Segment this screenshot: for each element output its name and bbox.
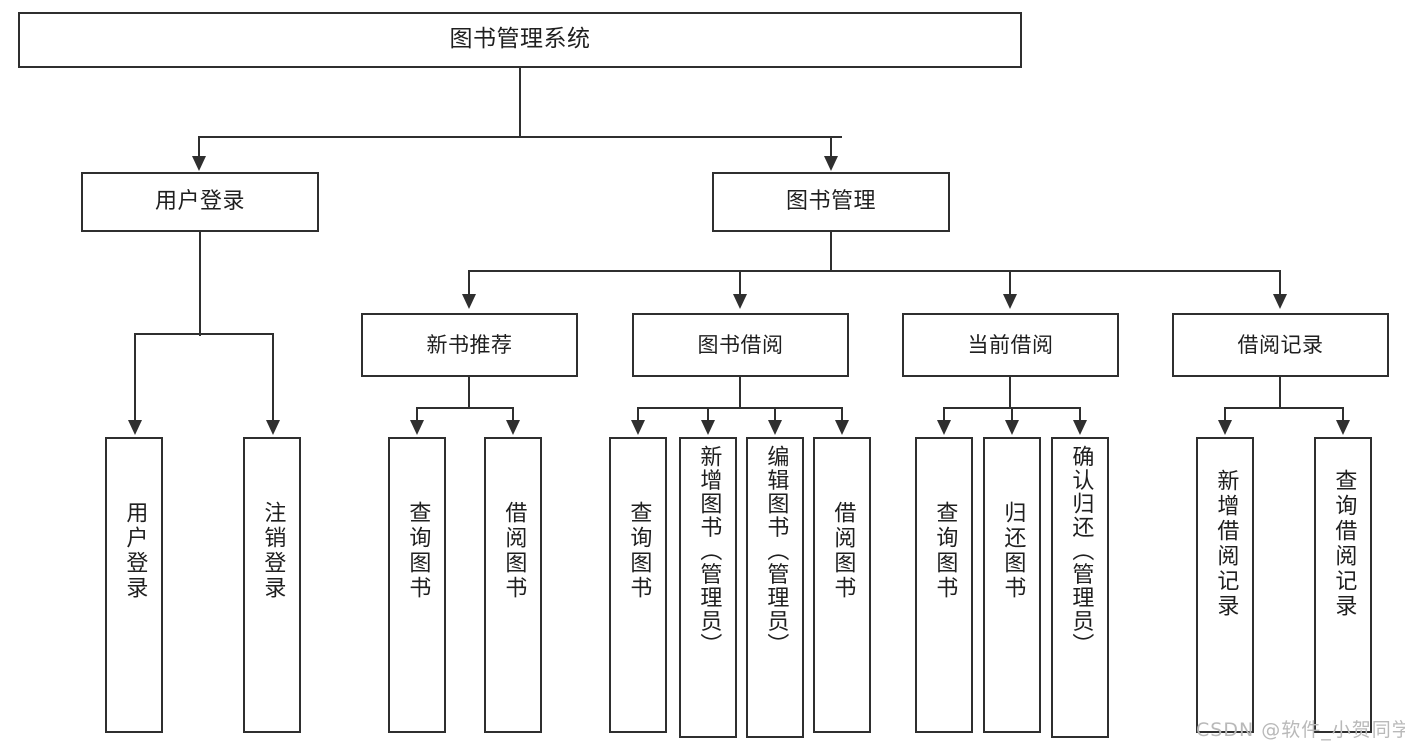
arrow-to-leaf-user-login <box>128 420 142 435</box>
connector-user-login-drop-1 <box>134 333 137 423</box>
connector-root-drop-book <box>830 136 833 160</box>
node-borrow-record[interactable]: 借阅记录 <box>1172 313 1389 377</box>
node-label: 图书管理 <box>785 189 876 215</box>
arrow-to-borrow-record <box>1273 294 1287 309</box>
node-label: 注销登录 <box>260 501 286 601</box>
node-root-system[interactable]: 图书管理系统 <box>18 12 1022 68</box>
arrow-to-leaf-query-book-3 <box>937 420 951 435</box>
arrow-to-book-manage <box>824 156 838 171</box>
node-label: 查询图书 <box>405 501 431 601</box>
arrow-to-leaf-borrow-book-1 <box>506 420 520 435</box>
connector-bb-drop-2 <box>707 407 710 423</box>
node-label: 当前借阅 <box>967 332 1054 357</box>
arrow-to-leaf-query-record <box>1336 420 1350 435</box>
connector-cb-drop-1 <box>943 407 946 423</box>
node-book-borrow[interactable]: 图书借阅 <box>632 313 849 377</box>
connector-cb-drop-3 <box>1079 407 1082 423</box>
connector-root-stem <box>519 68 522 138</box>
arrow-to-leaf-query-book-2 <box>631 420 645 435</box>
watermark-text: CSDN @软件_小贺同学 <box>1196 719 1405 741</box>
node-label: 确认归还（管理员） <box>1068 445 1094 657</box>
node-label: 用户登录 <box>154 189 245 215</box>
node-leaf-query-book-2[interactable]: 查询图书 <box>609 437 667 733</box>
connector-root-bus <box>198 136 842 139</box>
connector-borrow-record-bus <box>1224 407 1344 410</box>
arrow-to-leaf-return-book <box>1005 420 1019 435</box>
node-leaf-add-book[interactable]: 新增图书（管理员） <box>679 437 737 738</box>
connector-bb-drop-1 <box>637 407 640 423</box>
connector-bb-drop-3 <box>774 407 777 423</box>
connector-book-borrow-bus <box>637 407 842 410</box>
node-leaf-user-login[interactable]: 用户登录 <box>105 437 163 733</box>
node-label: 借阅记录 <box>1237 332 1324 357</box>
node-leaf-return-book[interactable]: 归还图书 <box>983 437 1041 733</box>
node-label: 查询图书 <box>626 501 652 601</box>
node-label: 新增图书（管理员） <box>696 445 722 657</box>
node-current-borrow[interactable]: 当前借阅 <box>902 313 1119 377</box>
node-leaf-confirm-return[interactable]: 确认归还（管理员） <box>1051 437 1109 738</box>
node-label: 新增借阅记录 <box>1213 469 1239 619</box>
node-label: 查询借阅记录 <box>1331 469 1357 619</box>
node-label: 借阅图书 <box>830 501 856 601</box>
connector-nbr-drop-1 <box>416 407 419 423</box>
node-leaf-borrow-book-1[interactable]: 借阅图书 <box>484 437 542 733</box>
arrow-to-book-borrow <box>733 294 747 309</box>
node-leaf-borrow-book-2[interactable]: 借阅图书 <box>813 437 871 733</box>
connector-book-manage-stem <box>830 232 833 272</box>
node-leaf-edit-book[interactable]: 编辑图书（管理员） <box>746 437 804 738</box>
node-leaf-query-book-3[interactable]: 查询图书 <box>915 437 973 733</box>
node-leaf-add-record[interactable]: 新增借阅记录 <box>1196 437 1254 733</box>
arrow-to-leaf-user-logout <box>266 420 280 435</box>
arrow-to-new-book-rec <box>462 294 476 309</box>
arrow-to-leaf-borrow-book-2 <box>835 420 849 435</box>
node-label: 用户登录 <box>122 501 148 601</box>
arrow-to-current-borrow <box>1003 294 1017 309</box>
node-label: 归还图书 <box>1000 501 1026 601</box>
node-user-login[interactable]: 用户登录 <box>81 172 319 232</box>
connector-book-manage-bus <box>468 270 1279 273</box>
node-leaf-query-record[interactable]: 查询借阅记录 <box>1314 437 1372 733</box>
connector-l3-drop-4 <box>1279 270 1282 297</box>
arrow-to-user-login <box>192 156 206 171</box>
node-leaf-user-logout[interactable]: 注销登录 <box>243 437 301 733</box>
node-book-manage[interactable]: 图书管理 <box>712 172 950 232</box>
connector-l3-drop-1 <box>468 270 471 297</box>
connector-root-drop-user <box>198 136 201 160</box>
connector-current-borrow-stem <box>1009 377 1012 409</box>
connector-book-borrow-stem <box>739 377 742 409</box>
connector-borrow-record-stem <box>1279 377 1282 409</box>
node-label: 查询图书 <box>932 501 958 601</box>
connector-l3-drop-3 <box>1009 270 1012 297</box>
arrow-to-leaf-edit-book <box>768 420 782 435</box>
node-new-book-rec[interactable]: 新书推荐 <box>361 313 578 377</box>
node-leaf-query-book-1[interactable]: 查询图书 <box>388 437 446 733</box>
connector-new-book-rec-bus <box>416 407 513 410</box>
connector-br-drop-1 <box>1224 407 1227 423</box>
connector-new-book-rec-stem <box>468 377 471 409</box>
arrow-to-leaf-add-book <box>701 420 715 435</box>
arrow-to-leaf-confirm-return <box>1073 420 1087 435</box>
connector-nbr-drop-2 <box>512 407 515 423</box>
connector-cb-drop-2 <box>1011 407 1014 423</box>
connector-user-login-bus <box>134 333 273 336</box>
arrow-to-leaf-query-book-1 <box>410 420 424 435</box>
node-label: 借阅图书 <box>501 501 527 601</box>
connector-user-login-drop-2 <box>272 333 275 423</box>
node-label: 图书借阅 <box>697 332 784 357</box>
arrow-to-leaf-add-record <box>1218 420 1232 435</box>
connector-br-drop-2 <box>1342 407 1345 423</box>
node-label: 新书推荐 <box>426 332 513 357</box>
connector-bb-drop-4 <box>841 407 844 423</box>
node-label: 编辑图书（管理员） <box>763 445 789 657</box>
connector-user-login-stem <box>199 232 202 336</box>
connector-l3-drop-2 <box>739 270 742 297</box>
node-label: 图书管理系统 <box>449 26 591 53</box>
